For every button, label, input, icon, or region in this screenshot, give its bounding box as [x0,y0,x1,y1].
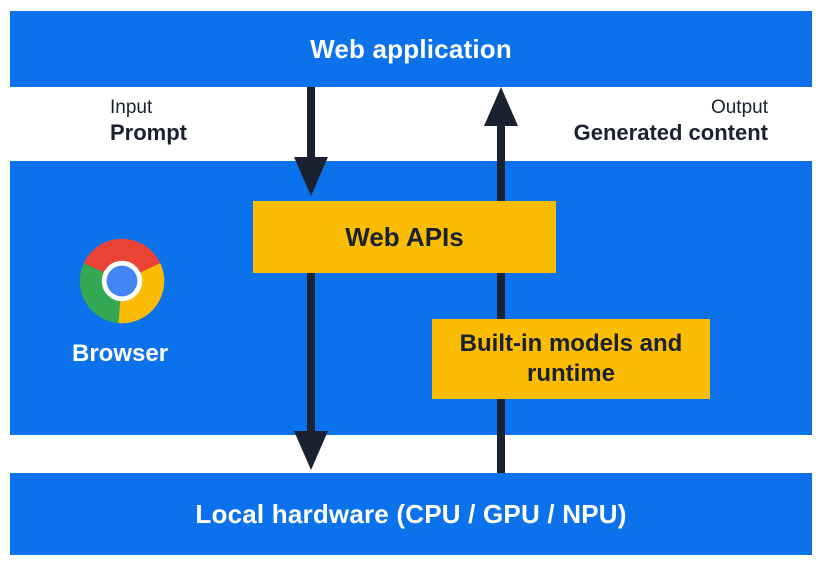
chrome-logo-icon [79,238,165,324]
local-hardware-label: Local hardware (CPU / GPU / NPU) [195,498,627,529]
output-value: Generated content [573,120,768,145]
builtin-models-box: Built-in models and runtime [432,319,710,399]
input-value: Prompt [110,120,187,145]
web-apis-box: Web APIs [253,201,556,273]
input-annotation: Input Prompt [110,96,187,146]
web-apis-label: Web APIs [345,221,464,252]
web-application-label: Web application [310,33,512,64]
down-arrowhead-top-icon [294,157,328,196]
down-arrow-line-bottom [307,273,315,432]
input-title: Input [110,97,153,118]
up-arrowhead-icon [484,87,518,126]
up-arrow-line [497,125,505,473]
down-arrowhead-bottom-icon [294,431,328,470]
browser-label: Browser [72,340,169,367]
local-hardware-bar: Local hardware (CPU / GPU / NPU) [10,473,812,555]
output-annotation: Output Generated content [574,96,768,146]
web-application-bar: Web application [10,11,812,87]
builtin-models-label: Built-in models and runtime [459,330,683,387]
down-arrow-line-top [307,87,315,157]
output-title: Output [710,97,768,118]
